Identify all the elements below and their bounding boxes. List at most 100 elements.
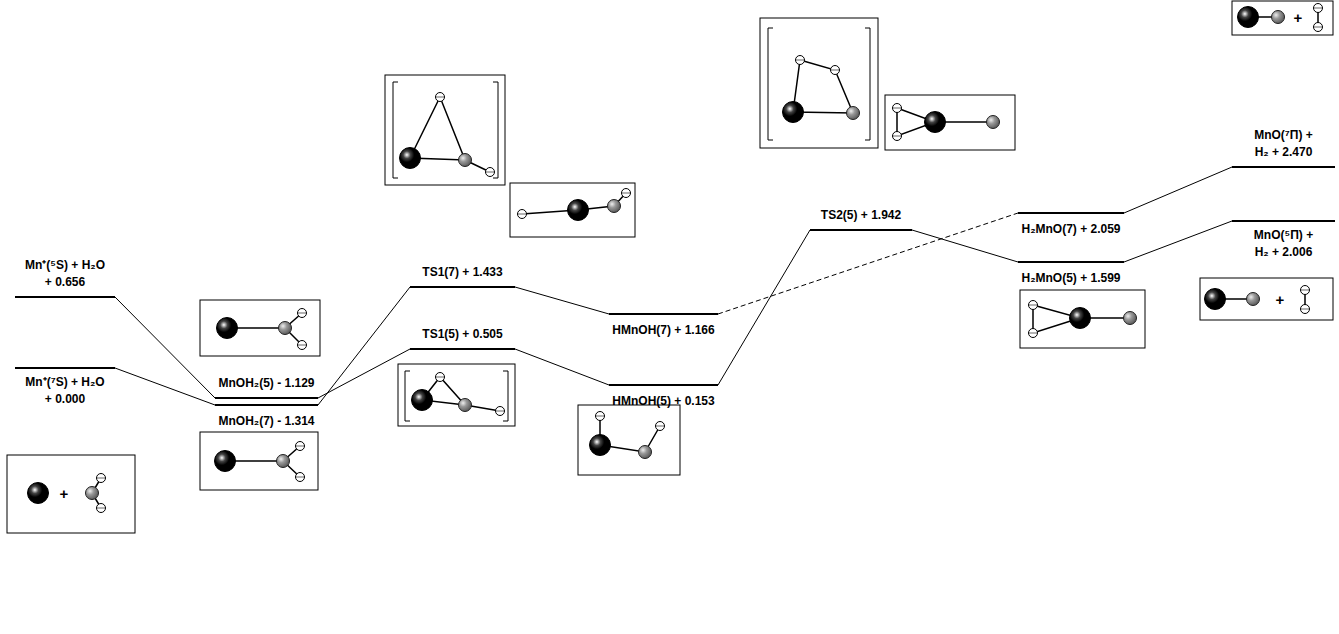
structure-use <box>215 451 236 472</box>
level-label: H₂MnO(7) + 2.059 <box>1021 221 1120 238</box>
plus-sign: + <box>1294 10 1303 25</box>
energy-level: MnO(⁵Π) + H₂ + 2.006 <box>1232 220 1335 261</box>
structure-use <box>217 318 238 339</box>
reaction-path <box>318 287 410 405</box>
structure-use <box>1124 312 1137 325</box>
level-label: MnO(⁵Π) + H₂ + 2.006 <box>1251 227 1317 261</box>
structure-use <box>783 102 804 123</box>
structure-rect <box>885 95 1015 150</box>
structure-path <box>793 60 853 113</box>
structure-path <box>393 82 498 178</box>
structure-use <box>656 422 665 431</box>
structure-rect <box>200 300 320 356</box>
structure-use <box>1272 11 1285 24</box>
structure-use <box>1070 308 1091 329</box>
structure-use <box>412 390 433 411</box>
structure-use <box>496 407 505 416</box>
structure-g <box>92 8 1318 508</box>
structure-use <box>1314 23 1323 32</box>
structure-use <box>28 483 49 504</box>
structure-rect <box>760 18 878 148</box>
level-label: HMnOH(7) + 1.166 <box>612 322 714 339</box>
structure-rect <box>200 432 318 490</box>
structure-use <box>486 168 495 177</box>
reaction-path <box>1124 167 1232 213</box>
structure-g <box>7 1 1333 533</box>
reaction-path <box>718 213 1018 314</box>
structure-path <box>422 377 500 411</box>
structure-use <box>1247 293 1260 306</box>
structure-rect <box>1232 1 1333 35</box>
reaction-path <box>115 368 215 405</box>
structure-use <box>1301 286 1310 295</box>
level-label: HMnOH(5) + 0.153 <box>612 393 714 410</box>
structure-use <box>1029 329 1038 338</box>
structure-rect <box>385 75 505 185</box>
plus-sign: + <box>1276 292 1285 307</box>
structure-use <box>893 132 902 141</box>
structure-use <box>459 399 472 412</box>
energy-level: MnO(⁷Π) + H₂ + 2.470 <box>1232 127 1335 168</box>
structure-use <box>893 104 902 113</box>
structure-use <box>1314 4 1323 13</box>
energy-level: H₂MnO(5) + 1.599 <box>1018 261 1124 287</box>
structure-rect <box>1020 290 1145 348</box>
structure-path <box>1033 305 1130 333</box>
reaction-path <box>318 349 410 398</box>
energy-level: TS1(7) + 1.433 <box>410 262 515 288</box>
structure-use <box>987 116 1000 129</box>
structure-path <box>768 28 870 140</box>
structure-use <box>86 487 99 500</box>
structure-use <box>279 322 292 335</box>
structure-path <box>897 108 993 136</box>
structure-use <box>277 455 290 468</box>
reaction-path <box>912 230 1018 262</box>
reaction-path <box>1124 221 1232 262</box>
plus-sign: + <box>60 486 69 501</box>
structure-use <box>298 341 307 350</box>
level-label: Mn⁺(⁵S) + H₂O + 0.656 <box>25 257 105 291</box>
level-label: Mn⁺(⁷S) + H₂O + 0.000 <box>25 374 105 408</box>
energy-level: HMnOH(7) + 1.166 <box>609 313 718 339</box>
structure-use <box>298 309 307 318</box>
structure-rect <box>398 364 515 426</box>
structure-use <box>436 373 445 382</box>
structure-use <box>590 435 611 456</box>
structure-use <box>400 148 421 169</box>
structure-use <box>296 473 305 482</box>
energy-level: H₂MnO(7) + 2.059 <box>1018 212 1124 238</box>
energy-level: TS1(5) + 0.505 <box>410 324 515 350</box>
structure-use <box>1238 7 1259 28</box>
structure-g <box>28 4 1323 513</box>
structure-use <box>796 56 805 65</box>
structure-use <box>436 93 445 102</box>
structure-use <box>1301 305 1310 314</box>
level-label: TS1(7) + 1.433 <box>422 264 502 281</box>
level-label: MnOH₂(5) - 1.129 <box>218 375 314 392</box>
energy-level: HMnOH(5) + 0.153 <box>609 384 718 410</box>
level-label: H₂MnO(5) + 1.599 <box>1021 270 1120 287</box>
level-label: MnO(⁷Π) + H₂ + 2.470 <box>1251 127 1317 161</box>
structure-use <box>518 210 527 219</box>
level-label: TS2(5) + 1.942 <box>821 207 901 224</box>
energy-level: MnOH₂(7) - 1.314 <box>215 404 318 430</box>
structure-use <box>596 412 605 421</box>
structure-use <box>97 504 106 513</box>
structure-use <box>831 66 840 75</box>
structure-path <box>410 97 490 172</box>
structure-path <box>225 446 300 477</box>
reaction-path <box>718 230 810 385</box>
energy-level: MnOH₂(5) - 1.129 <box>215 373 318 399</box>
reaction-path <box>515 287 609 314</box>
structure-path <box>405 371 508 421</box>
structure-path <box>227 313 302 345</box>
structure-use <box>568 200 589 221</box>
structure-use <box>296 442 305 451</box>
structure-rect <box>510 183 635 237</box>
energy-level: TS2(5) + 1.942 <box>810 205 912 231</box>
energy-level: Mn⁺(⁷S) + H₂O + 0.000 <box>15 367 115 408</box>
structure-rect <box>578 405 680 475</box>
structure-path <box>1215 290 1305 309</box>
